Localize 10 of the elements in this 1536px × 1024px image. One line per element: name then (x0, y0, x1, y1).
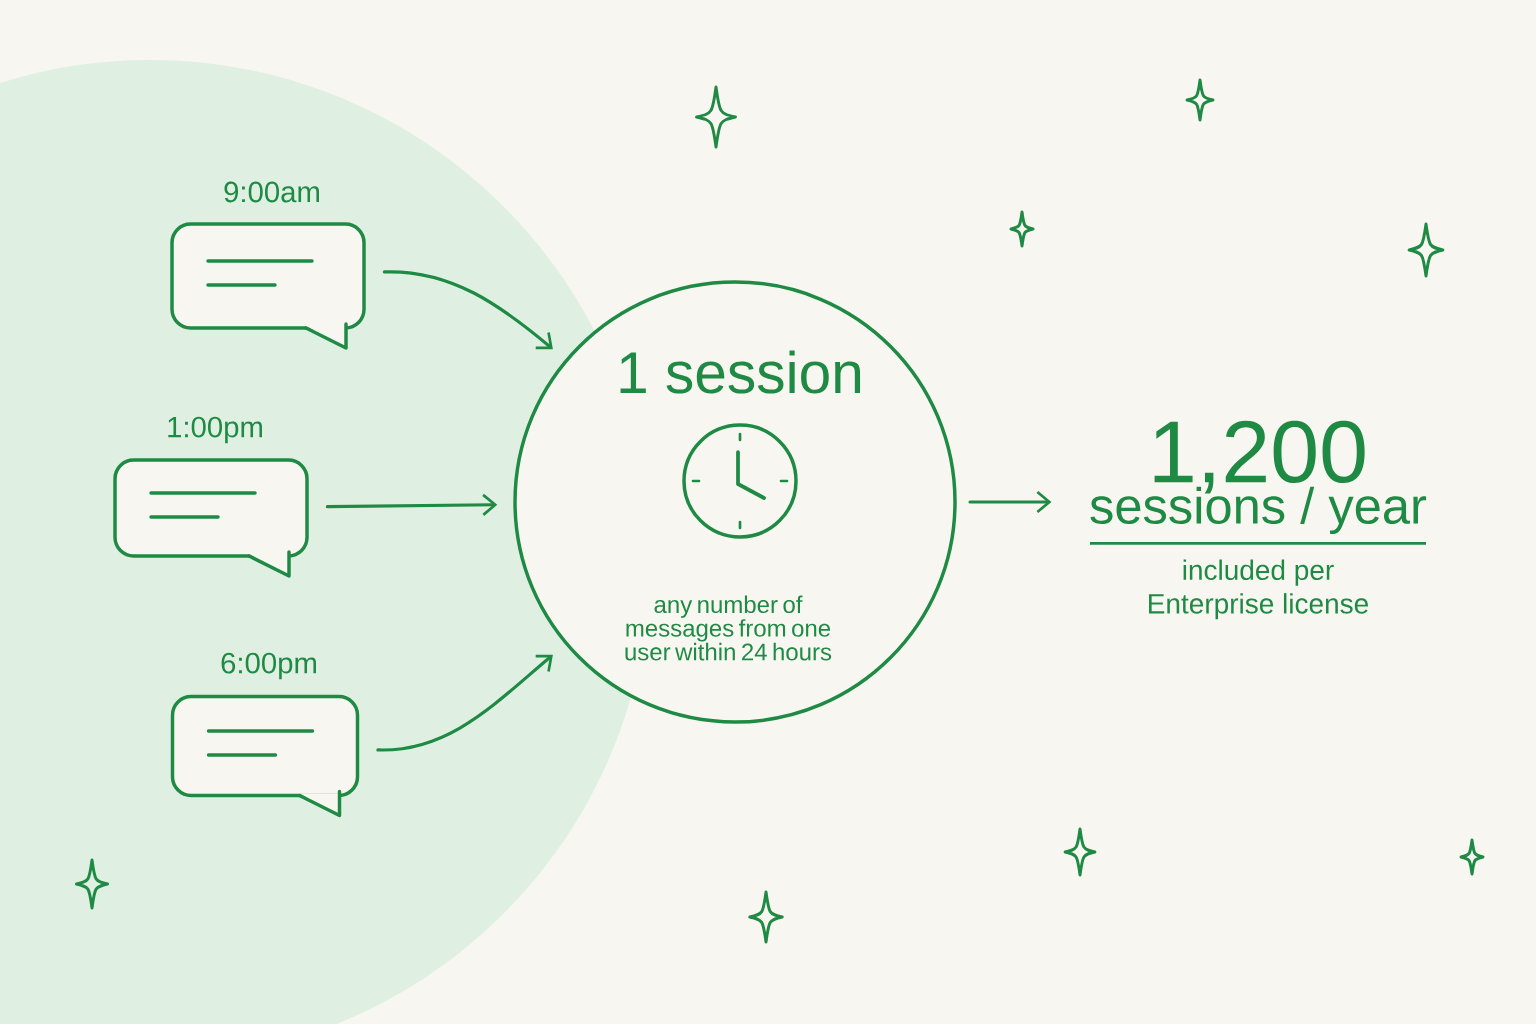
arrow (325, 493, 498, 516)
result-text: 1,200 sessions / year included per Enterprise license (1090, 420, 1427, 620)
time-label: 9:00am (224, 181, 319, 203)
node-label: any number of messages from one user within 24 hours (625, 595, 832, 661)
node-label: 1 session (620, 350, 861, 394)
time-label: 6:00pm (221, 652, 316, 680)
arrow (968, 490, 1052, 514)
arrow (376, 654, 553, 752)
arrow (382, 270, 553, 350)
time-label: 1:00pm (168, 416, 262, 444)
